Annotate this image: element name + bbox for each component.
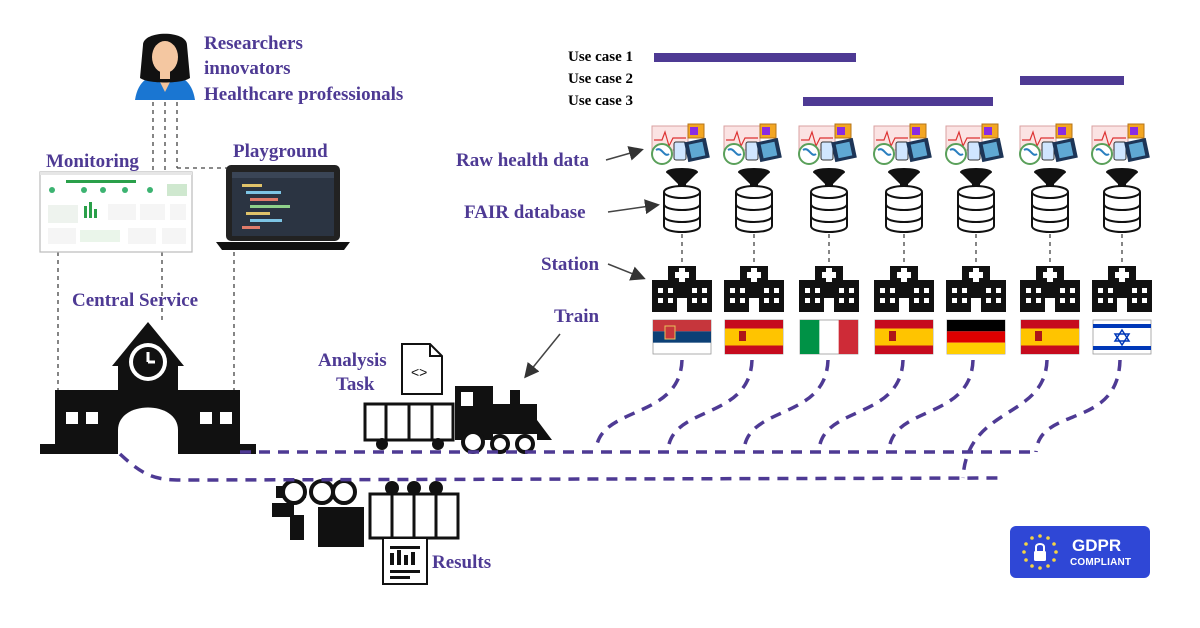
raw-health-data-icon [798,123,857,165]
badge-subtitle: COMPLIANT [1070,557,1132,568]
station-column-6 [1019,123,1080,355]
database-pointer-arrow [607,199,660,215]
hospital-icon [1020,266,1080,312]
monitoring-dashboard-icon [39,171,193,253]
person-connectors [57,102,235,392]
database-icon [885,185,923,233]
analysis-task-label-line2: Task [336,374,375,395]
funnel-icon [813,168,845,192]
code-document-icon: <> [401,343,443,395]
database-icon [663,185,701,233]
hospital-icon [874,266,934,312]
hospital-icon [724,266,784,312]
analysis-task-label-line1: Analysis [318,350,387,371]
eu-stars-lock-icon [1022,534,1058,570]
station-column-1 [651,123,712,355]
raw-health-data-icon [873,123,932,165]
station-column-2 [723,123,784,355]
role-label-researchers: Researchers [204,33,303,54]
hospital-icon [946,266,1006,312]
monitoring-label: Monitoring [46,151,139,172]
central-service-label: Central Service [72,290,199,311]
database-icon [1031,185,1069,233]
playground-label: Playground [233,141,328,162]
results-document-icon [382,537,428,585]
raw-health-data-icon [945,123,1004,165]
svg-text:<>: <> [411,364,427,380]
raw-health-data-icon [723,123,782,165]
train-locomotive-icon [363,386,552,454]
role-label-healthcare: Healthcare professionals [204,84,404,105]
raw-health-data-icon [651,123,710,165]
raw-health-data-icon [1091,123,1150,165]
use-case-3-label: Use case 3 [568,93,633,109]
station-column-4 [873,123,934,355]
hospital-icon [1092,266,1152,312]
person-avatar-icon [135,33,195,100]
funnel-icon [960,168,992,192]
laptop-code-icon [216,165,350,250]
station-column-3 [798,123,859,355]
funnel-icon [1106,168,1138,192]
flag-serbia-icon [652,319,712,355]
use-case-1-label: Use case 1 [568,49,633,65]
use-case-bars [654,53,1124,106]
raw-health-data-label: Raw health data [456,150,590,171]
results-label: Results [432,552,492,573]
station-column-7 [1091,123,1152,355]
station-columns [651,123,1152,355]
database-icon [810,185,848,233]
raw-data-pointer-arrow [605,146,644,161]
funnel-icon [888,168,920,192]
funnel-icon [1034,168,1066,192]
database-icon [957,185,995,233]
database-icon [1103,185,1141,233]
station-label: Station [541,254,600,275]
flag-italy-icon [799,319,859,355]
flag-spain-icon [724,319,784,355]
funnel-icon [738,168,770,192]
database-icon [735,185,773,233]
station-column-5 [945,123,1006,355]
train-route-lines [118,359,1122,482]
funnel-icon [666,168,698,192]
train-pointer-arrow [524,333,561,379]
flag-israel-icon [1092,319,1152,355]
gdpr-compliant-badge: GDPR COMPLIANT [1010,526,1150,578]
badge-title: GDPR [1072,536,1122,555]
fair-database-label: FAIR database [464,202,586,223]
flag-germany-icon [946,319,1006,355]
hospital-icon [799,266,859,312]
flag-spain-icon [1020,319,1080,355]
flag-spain-icon [874,319,934,355]
hospital-icon [652,266,712,312]
role-label-innovators: innovators [204,58,291,79]
central-station-building-icon [40,322,256,454]
station-pointer-arrow [607,263,646,281]
returning-train-icon [272,479,460,547]
train-label: Train [554,306,600,327]
raw-health-data-icon [1019,123,1078,165]
use-case-2-label: Use case 2 [568,71,633,87]
